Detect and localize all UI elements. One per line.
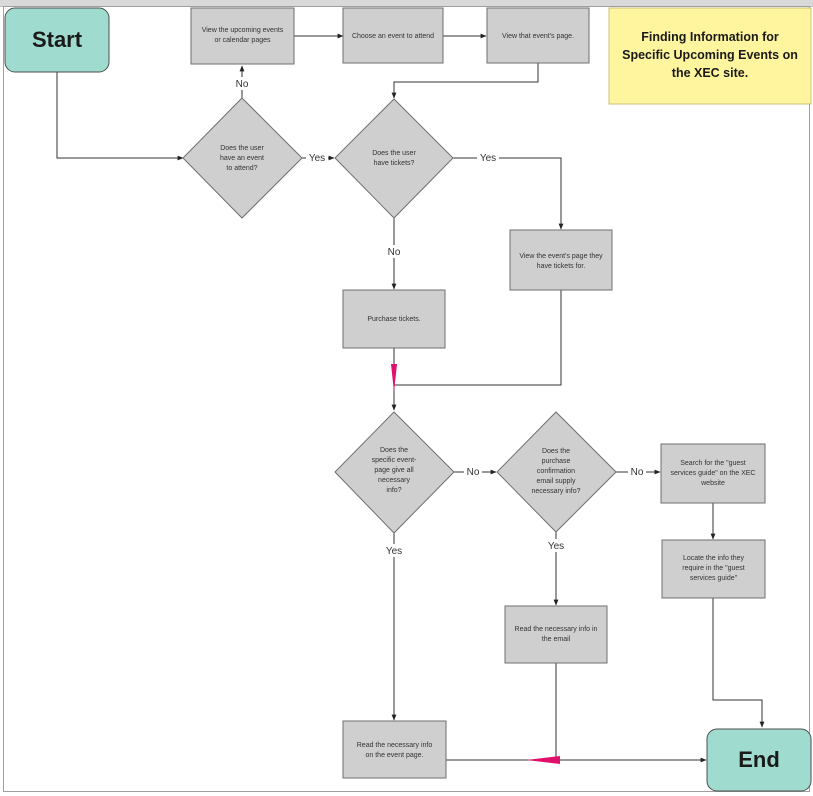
- text-line: Finding Information for: [641, 30, 779, 44]
- svg-text:No: No: [631, 467, 644, 478]
- text-line: to attend?: [226, 165, 257, 172]
- email-info-text: Does the purchase confirmation email supply…: [531, 448, 580, 495]
- text-line: info?: [386, 487, 401, 494]
- text-line: email supply: [537, 478, 576, 485]
- text-line: Does the: [380, 447, 408, 454]
- text-line: page give all: [374, 467, 414, 474]
- text-line: the XEC site.: [672, 66, 748, 80]
- text-line: have an event: [220, 155, 264, 162]
- text-line: the email: [542, 636, 571, 643]
- text-line: View the event's page they: [519, 253, 603, 260]
- text-line: confirmation: [537, 468, 575, 475]
- text-line: Does the user: [220, 145, 264, 152]
- text-line: purchase: [542, 458, 571, 465]
- text-line: necessary info?: [531, 488, 580, 495]
- view-event-page-text: View that event's page.: [502, 33, 574, 40]
- text-line: specific event-: [372, 457, 417, 464]
- choose-event-text: Choose an event to attend: [352, 33, 434, 40]
- text-line: Purchase tickets.: [367, 316, 420, 323]
- svg-text:Yes: Yes: [548, 541, 564, 552]
- merge-accent-arrow-upper: [391, 364, 397, 392]
- search-guide-text: Search for the "guest services guide" on …: [671, 460, 756, 487]
- purchase-tickets-text: Purchase tickets.: [367, 316, 420, 323]
- view-upcoming-text: View the upcoming events or calendar page…: [202, 27, 284, 44]
- text-line: services guide": [690, 575, 738, 582]
- read-email-text: Read the necessary info in the email: [515, 626, 598, 643]
- text-line: have tickets?: [374, 160, 415, 167]
- text-line: require in the "guest: [682, 565, 744, 572]
- purchase-tickets-box[interactable]: Purchase tickets.: [342, 289, 446, 349]
- choose-event-box[interactable]: Choose an event to attend: [342, 7, 444, 64]
- has-tickets-decision[interactable]: Does the user have tickets?: [334, 98, 454, 219]
- edge-label-no-event-page: No: [464, 465, 482, 478]
- edge-label-yes-has-event: Yes: [306, 151, 328, 164]
- end-terminal[interactable]: End: [706, 728, 812, 792]
- edge-label-no-email: No: [628, 465, 646, 478]
- has-event-text: Does the user have an event to attend?: [220, 145, 264, 172]
- has-tickets-text: Does the user have tickets?: [372, 150, 416, 167]
- text-line: Read the necessary info in: [515, 626, 598, 633]
- read-event-page-text: Read the necessary info on the event page…: [357, 742, 433, 759]
- text-line: have tickets for.: [537, 263, 586, 270]
- search-guide-box[interactable]: Search for the "guest services guide" on …: [660, 443, 766, 504]
- text-line: View that event's page.: [502, 33, 574, 40]
- text-line: Choose an event to attend: [352, 33, 434, 40]
- text-line: Locate the info they: [683, 555, 745, 562]
- text-line: or calendar pages: [214, 37, 271, 44]
- event-page-info-decision[interactable]: Does the specific event-page give all nece…: [334, 411, 455, 534]
- svg-text:No: No: [467, 467, 480, 478]
- edge-label-yes-event-page: Yes: [383, 544, 405, 557]
- edge-label-no-has-event: No: [233, 77, 251, 90]
- edge-view-ticket-page-to-merge: [394, 290, 562, 386]
- svg-text:No: No: [388, 247, 401, 258]
- event-page-info-text: Does the specific event-page give all nece…: [372, 447, 417, 494]
- svg-text:Yes: Yes: [309, 153, 325, 164]
- canvas-frame: [3, 6, 810, 792]
- edge-locate-to-end: [712, 598, 765, 728]
- svg-text:No: No: [236, 79, 249, 90]
- read-email-box[interactable]: Read the necessary info in the email: [504, 605, 608, 664]
- edge-has-tickets-yes-to-view-ticket-page: [453, 157, 564, 230]
- has-event-decision[interactable]: Does the user have an event to attend?: [182, 97, 303, 219]
- edge-start-to-has-event: [56, 72, 184, 161]
- locate-info-text: Locate the info they require in the "gues…: [682, 555, 744, 582]
- text-line: on the event page.: [366, 752, 424, 759]
- start-terminal[interactable]: Start: [4, 7, 110, 73]
- text-line: Read the necessary info: [357, 742, 433, 749]
- email-info-decision[interactable]: Does the purchase confirmation email supply…: [496, 411, 617, 533]
- text-line: website: [700, 480, 725, 487]
- view-ticket-page-text: View the event's page they have tickets f…: [519, 253, 603, 270]
- svg-text:Yes: Yes: [386, 546, 402, 557]
- end-label: End: [738, 747, 780, 772]
- read-event-page-box[interactable]: Read the necessary info on the event page…: [342, 720, 447, 779]
- edge-view-page-to-has-tickets: [391, 63, 539, 99]
- text-line: necessary: [378, 477, 410, 484]
- start-label: Start: [32, 27, 83, 52]
- view-ticket-page-box[interactable]: View the event's page they have tickets f…: [509, 229, 613, 291]
- text-line: View the upcoming events: [202, 27, 284, 34]
- text-line: services guide" on the XEC: [671, 470, 756, 477]
- locate-info-box[interactable]: Locate the info they require in the "gues…: [661, 539, 766, 599]
- edge-label-no-has-tickets: No: [385, 245, 403, 258]
- text-line: Does the user: [372, 150, 416, 157]
- text-line: Does the: [542, 448, 570, 455]
- text-line: Specific Upcoming Events on: [622, 48, 798, 62]
- view-upcoming-events-box[interactable]: View the upcoming events or calendar page…: [190, 7, 295, 65]
- text-line: Search for the "guest: [680, 460, 746, 467]
- edge-label-yes-has-tickets: Yes: [477, 151, 499, 164]
- view-event-page-box[interactable]: View that event's page.: [486, 7, 590, 64]
- edge-label-yes-email: Yes: [545, 539, 567, 552]
- svg-text:Yes: Yes: [480, 153, 496, 164]
- merge-accent-arrow-lower: [526, 756, 560, 764]
